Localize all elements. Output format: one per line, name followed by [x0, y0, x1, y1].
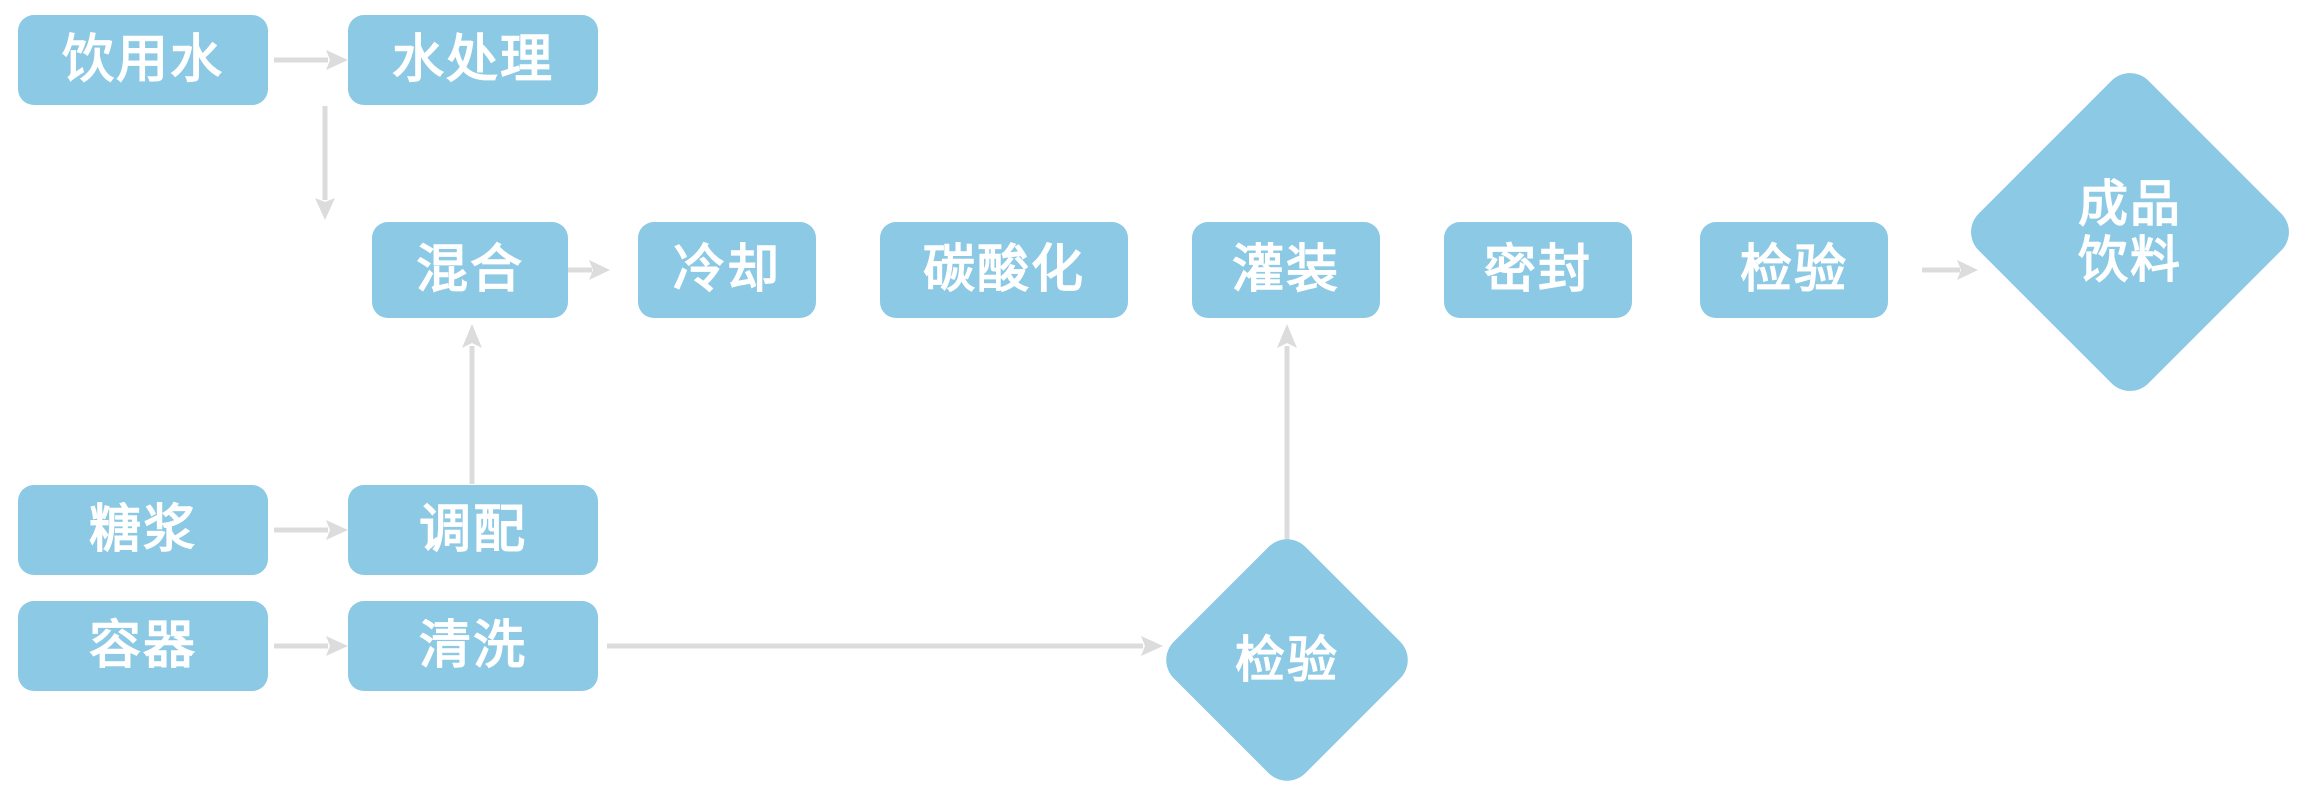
node-finished-product-line1: 成品 — [2078, 175, 2182, 233]
arrow-syrup-to-blending — [272, 513, 350, 547]
node-carbonation[interactable]: 碳酸化 — [880, 222, 1128, 318]
arrow-container-to-washing — [272, 629, 350, 663]
node-drinking-water[interactable]: 饮用水 — [18, 15, 268, 105]
arrow-inspection-final-to-finished-product — [1920, 253, 1980, 287]
node-blending[interactable]: 调配 — [348, 485, 598, 575]
arrow-inspection-container-to-filling — [1270, 322, 1304, 552]
node-cooling[interactable]: 冷却 — [638, 222, 816, 318]
node-inspection-container-label: 检验 — [1155, 528, 1419, 792]
node-washing[interactable]: 清洗 — [348, 601, 598, 691]
node-mixing[interactable]: 混合 — [372, 222, 568, 318]
node-container[interactable]: 容器 — [18, 601, 268, 691]
node-inspection-container-text: 检验 — [1235, 631, 1339, 689]
node-inspection-container[interactable]: 检验 — [1155, 528, 1419, 792]
node-water-treatment[interactable]: 水处理 — [348, 15, 598, 105]
node-inspection-final[interactable]: 检验 — [1700, 222, 1888, 318]
node-filling[interactable]: 灌装 — [1192, 222, 1380, 318]
arrow-drinking-water-to-water-treatment — [272, 43, 350, 77]
node-syrup[interactable]: 糖浆 — [18, 485, 268, 575]
arrow-blending-to-mixing — [455, 322, 489, 486]
node-sealing[interactable]: 密封 — [1444, 222, 1632, 318]
node-finished-product-label: 成品 饮料 — [1960, 62, 2300, 402]
arrow-water-treatment-to-mixing — [308, 104, 342, 222]
node-finished-product-line2: 饮料 — [2078, 231, 2182, 289]
node-finished-product[interactable]: 成品 饮料 — [1960, 62, 2300, 402]
arrow-washing-to-inspection-container — [605, 629, 1165, 663]
